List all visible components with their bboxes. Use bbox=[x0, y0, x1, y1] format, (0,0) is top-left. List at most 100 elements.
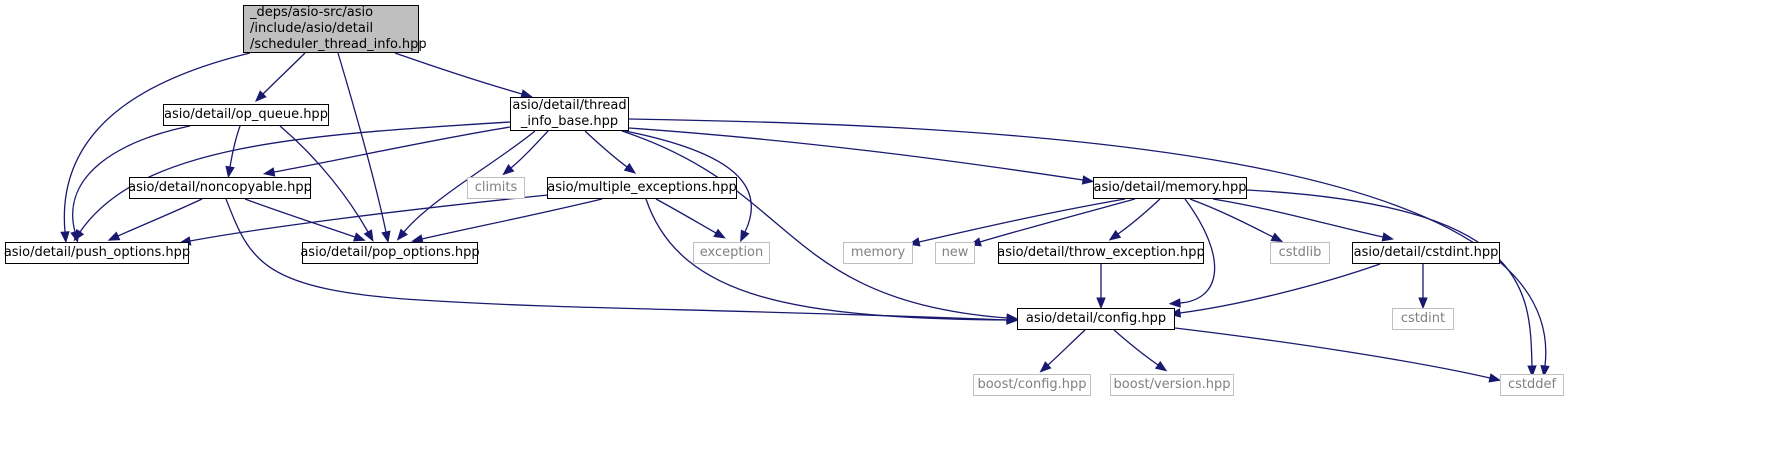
edge-line bbox=[1212, 198, 1384, 238]
edge-root-to-thread_info_base bbox=[394, 52, 533, 99]
edge-line bbox=[584, 130, 628, 168]
edge-cstdint_hpp-to-cstdint bbox=[1418, 264, 1428, 310]
edge-arrowhead bbox=[107, 231, 121, 241]
edge-multiple_exceptions-to-config bbox=[645, 198, 1019, 325]
edge-arrowhead bbox=[1540, 364, 1550, 378]
node-label-line: new bbox=[941, 245, 969, 260]
edge-line bbox=[1113, 329, 1159, 366]
edge-multiple_exceptions-to-push_options bbox=[178, 194, 549, 246]
node-throw-exception[interactable]: asio/detail/throw_exception.hpp bbox=[997, 242, 1205, 264]
edge-line bbox=[510, 130, 549, 169]
node-scheduler-thread-info[interactable]: _deps/asio-src/asio /include/asio/detail… bbox=[243, 5, 427, 53]
edge-arrowhead bbox=[262, 167, 276, 177]
edge-arrowhead bbox=[1418, 297, 1428, 310]
edge-root-to-op_queue bbox=[254, 52, 306, 103]
node-new: new bbox=[935, 242, 975, 264]
node-boost-config: boost/config.hpp bbox=[973, 374, 1091, 396]
node-label-line: cstddef bbox=[1507, 377, 1557, 392]
edge-arrowhead bbox=[1527, 365, 1537, 378]
node-label-line: asio/detail/op_queue.hpp bbox=[164, 107, 328, 122]
edge-line bbox=[645, 198, 1008, 321]
edge-line bbox=[394, 52, 523, 95]
node-label-line: asio/detail/push_options.hpp bbox=[3, 245, 191, 260]
edge-line bbox=[628, 118, 1547, 367]
node-label-line: cstdint bbox=[1400, 311, 1446, 326]
edge-config-to-boost_config bbox=[1039, 329, 1086, 373]
edge-thread_info_base-to-pop_options bbox=[396, 130, 536, 241]
node-noncopyable[interactable]: asio/detail/noncopyable.hpp bbox=[128, 177, 312, 199]
node-config[interactable]: asio/detail/config.hpp bbox=[1017, 308, 1175, 330]
edge-line bbox=[1174, 327, 1491, 379]
edge-arrowhead bbox=[740, 229, 750, 243]
node-label-line: asio/detail/config.hpp bbox=[1025, 311, 1167, 326]
edge-arrowhead bbox=[225, 165, 235, 179]
node-label-line: memory bbox=[850, 245, 906, 260]
edge-arrowhead bbox=[1168, 298, 1181, 308]
edge-arrowhead bbox=[363, 229, 374, 242]
node-label-line: asio/detail/throw_exception.hpp bbox=[997, 245, 1205, 260]
edge-memory_hpp-to-config bbox=[1168, 198, 1216, 308]
node-push-options[interactable]: asio/detail/push_options.hpp bbox=[3, 242, 191, 264]
node-multiple-exceptions[interactable]: asio/multiple_exceptions.hpp bbox=[547, 177, 737, 199]
edge-line bbox=[624, 130, 752, 233]
edge-multiple_exceptions-to-exception bbox=[655, 198, 726, 239]
node-climits: climits bbox=[467, 177, 525, 199]
node-label-line: climits bbox=[474, 180, 518, 195]
node-label-line: asio/detail/pop_options.hpp bbox=[300, 245, 480, 260]
edge-noncopyable-to-push_options bbox=[107, 198, 203, 241]
edge-line bbox=[79, 121, 511, 233]
edge-arrowhead bbox=[381, 230, 391, 244]
edge-arrowhead bbox=[1108, 229, 1122, 241]
edge-line bbox=[628, 127, 1084, 181]
node-exception: exception bbox=[693, 242, 770, 264]
edge-thread_info_base-to-exception bbox=[624, 130, 752, 243]
edge-line bbox=[979, 198, 1136, 243]
edge-line bbox=[117, 198, 203, 237]
edge-thread_info_base-to-noncopyable bbox=[262, 126, 511, 177]
edge-thread_info_base-to-multiple_exceptions bbox=[584, 130, 637, 174]
edge-op_queue-to-pop_options bbox=[279, 125, 374, 242]
node-label-line: /include/asio/detail bbox=[250, 21, 374, 36]
node-detail-cstdint[interactable]: asio/detail/cstdint.hpp bbox=[1352, 242, 1500, 264]
edge-thread_info_base-to-push_options bbox=[73, 121, 511, 242]
node-detail-memory[interactable]: asio/detail/memory.hpp bbox=[1093, 177, 1247, 199]
node-label-line: /scheduler_thread_info.hpp bbox=[250, 37, 427, 52]
edge-line bbox=[1189, 198, 1274, 238]
edge-throw_exception-to-config bbox=[1096, 264, 1106, 310]
edge-arrowhead bbox=[1081, 175, 1095, 185]
node-boost-version: boost/version.hpp bbox=[1110, 374, 1234, 396]
node-label-line: asio/detail/thread bbox=[512, 98, 627, 113]
node-thread-info-base[interactable]: asio/detail/thread _info_base.hpp bbox=[510, 97, 629, 131]
edge-line bbox=[655, 198, 717, 234]
node-op-queue[interactable]: asio/detail/op_queue.hpp bbox=[163, 104, 329, 126]
node-pop-options[interactable]: asio/detail/pop_options.hpp bbox=[300, 242, 480, 264]
edge-thread_info_base-to-config bbox=[621, 130, 1019, 323]
node-label-line: asio/detail/memory.hpp bbox=[1093, 180, 1247, 195]
edge-line bbox=[63, 52, 251, 233]
edge-arrowhead bbox=[1039, 361, 1052, 373]
edge-cstdint_hpp-to-config bbox=[1168, 263, 1381, 318]
node-label-line: asio/multiple_exceptions.hpp bbox=[547, 180, 737, 195]
edge-line bbox=[244, 198, 356, 238]
edge-thread_info_base-to-climits bbox=[502, 130, 549, 176]
edge-line bbox=[1179, 263, 1381, 314]
edge-op_queue-to-noncopyable bbox=[225, 125, 241, 179]
edge-arrowhead bbox=[1270, 232, 1284, 243]
edge-root-to-push_options bbox=[60, 52, 251, 244]
edge-arrowhead bbox=[1488, 373, 1502, 383]
edge-line bbox=[1179, 198, 1216, 304]
edge-memory_hpp-to-memory bbox=[907, 198, 1126, 247]
edge-line bbox=[72, 125, 191, 233]
edge-arrowhead bbox=[73, 228, 85, 242]
node-cstdint: cstdint bbox=[1392, 308, 1454, 330]
edge-memory_hpp-to-cstddef bbox=[1246, 189, 1537, 378]
edge-arrowhead bbox=[254, 90, 267, 103]
edge-arrowhead bbox=[502, 164, 515, 176]
edge-arrowhead bbox=[713, 228, 726, 239]
node-label-line: asio/detail/noncopyable.hpp bbox=[128, 180, 312, 195]
edge-line bbox=[1117, 198, 1161, 235]
edge-arrowhead bbox=[1154, 360, 1168, 372]
edge-arrowhead bbox=[352, 232, 366, 242]
edge-line bbox=[273, 126, 511, 173]
